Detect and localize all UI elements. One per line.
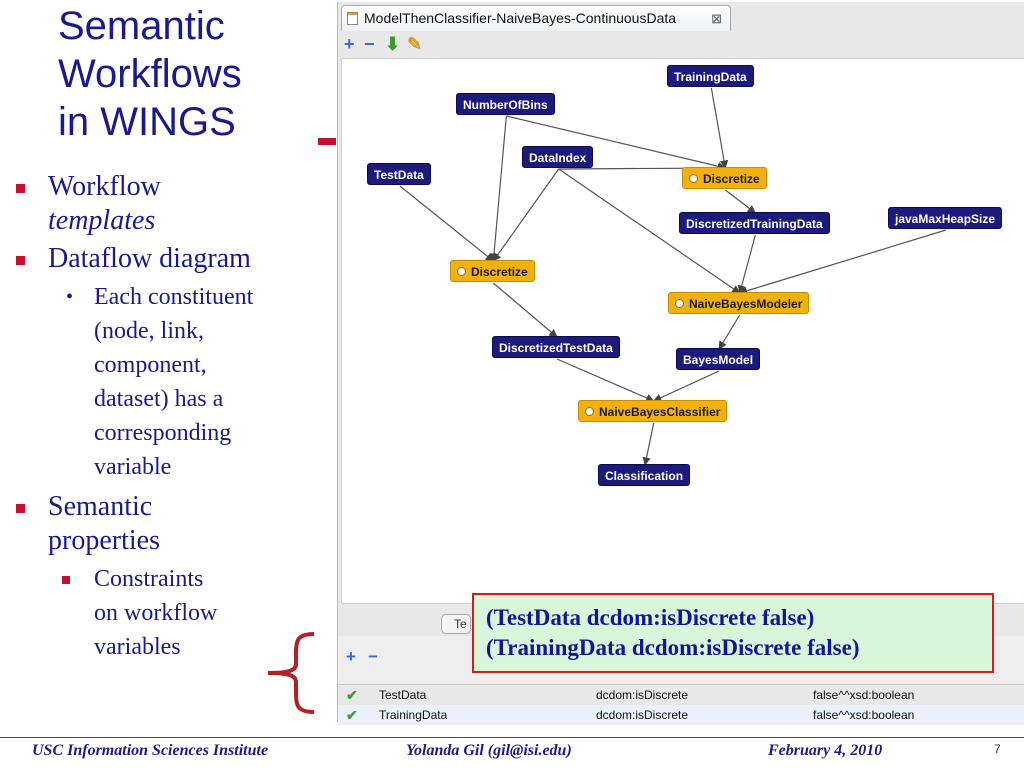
- link-DataIndex-to-Discretize2[interactable]: [492, 168, 560, 262]
- bullet-text: Workflow: [48, 171, 161, 202]
- link-NaiveBayesModeler-to-BayesModel[interactable]: [718, 314, 741, 350]
- link-DiscretizedTrainingData-to-NaiveBayesModeler[interactable]: [737, 234, 756, 294]
- download-arrow-icon[interactable]: ⬇: [385, 34, 401, 54]
- sub-bullet-line: variable: [94, 454, 172, 480]
- bullet-workflow-templates: Workflow templates: [14, 170, 334, 238]
- sub-bullet-line: (node, link,: [94, 318, 204, 344]
- pencil-icon[interactable]: ✎: [407, 34, 423, 54]
- footer-author: Yolanda Gil (gil@isi.edu): [406, 742, 572, 759]
- remove-constraint-icon[interactable]: −: [368, 647, 378, 666]
- sub-bullet-line: on workflow: [94, 600, 218, 626]
- sub-bullet-line: component,: [94, 352, 207, 378]
- close-icon[interactable]: ⊠: [711, 11, 722, 26]
- node-training-data[interactable]: TrainingData: [667, 65, 754, 87]
- sub-bullet-line: corresponding: [94, 420, 232, 446]
- bullet-dataflow-diagram: Dataflow diagram: [14, 242, 334, 276]
- editor-tab[interactable]: ModelThenClassifier-NaiveBayes-Continuou…: [341, 5, 731, 31]
- subject-cell: TrainingData: [379, 708, 448, 722]
- curly-brace: [267, 632, 315, 714]
- checkmark-icon: ✔: [346, 687, 358, 703]
- sub-bullet-constituent: Each constituent (node, link, component,…: [66, 280, 334, 484]
- constraints-table: ✔ TestData dcdom:isDiscrete false^^xsd:b…: [338, 684, 1024, 725]
- node-classification[interactable]: Classification: [598, 464, 691, 486]
- link-NumberOfBins-to-Discretize2[interactable]: [489, 115, 507, 262]
- remove-icon[interactable]: −: [364, 34, 375, 54]
- sub-bullet-line: Each constituent: [94, 284, 254, 310]
- footer-date: February 4, 2010: [768, 742, 883, 759]
- bullet-semantic-properties: Semantic properties: [14, 490, 334, 558]
- table-row[interactable]: ✔ TestData dcdom:isDiscrete false^^xsd:b…: [338, 685, 1024, 705]
- callout-line: (TrainingData dcdom:isDiscrete false): [486, 635, 860, 660]
- node-java-max-heap-size[interactable]: javaMaxHeapSize: [888, 207, 1003, 229]
- link-TrainingData-to-Discretize1[interactable]: [710, 87, 729, 169]
- link-NumberOfBins-to-Discretize1[interactable]: [506, 115, 727, 171]
- link-DataIndex-to-NaiveBayesModeler[interactable]: [558, 168, 741, 294]
- subject-cell: TestData: [379, 688, 427, 702]
- node-test-data[interactable]: TestData: [367, 163, 431, 185]
- title-line: Semantic: [58, 4, 225, 48]
- bullet-list: Workflow templates Dataflow diagram Each…: [14, 170, 334, 664]
- node-discretize-test[interactable]: Discretize: [450, 260, 535, 282]
- link-TestData-to-Discretize2[interactable]: [399, 185, 495, 262]
- lower-panel-tab[interactable]: Te: [441, 614, 471, 634]
- sub-bullet-line: dataset) has a: [94, 386, 224, 412]
- bullet-text-italic: templates: [48, 205, 156, 236]
- checkmark-icon: ✔: [346, 707, 358, 723]
- node-data-index[interactable]: DataIndex: [522, 146, 594, 168]
- add-icon[interactable]: +: [344, 34, 355, 54]
- workflow-links: [399, 87, 947, 466]
- node-naive-bayes-classifier[interactable]: NaiveBayesClassifier: [578, 400, 728, 422]
- node-bayes-model[interactable]: BayesModel: [676, 348, 761, 370]
- link-Discretize2-to-DiscretizedTestData[interactable]: [492, 282, 558, 338]
- bullet-text: Dataflow diagram: [48, 243, 251, 274]
- page-number: 7: [994, 742, 1001, 756]
- predicate-cell: dcdom:isDiscrete: [596, 688, 689, 702]
- footer-divider: [0, 737, 1024, 738]
- title-accent-bar: [318, 138, 336, 145]
- footer-institute: USC Information Sciences Institute: [32, 742, 269, 759]
- editor-toolbar: + − ⬇ ✎: [338, 31, 1024, 57]
- add-constraint-icon[interactable]: +: [346, 647, 356, 666]
- link-NaiveBayesClassifier-to-Classification[interactable]: [642, 422, 655, 466]
- callout-line: (TestData dcdom:isDiscrete false): [486, 605, 815, 630]
- title-line: Workflows: [58, 52, 242, 96]
- sub-bullet-line: variables: [94, 634, 181, 660]
- bullet-text: properties: [48, 525, 160, 556]
- file-icon: [347, 12, 358, 25]
- workflow-canvas[interactable]: TrainingData NumberOfBins DataIndex Test…: [341, 58, 1024, 604]
- sub-bullet-constraints: Constraints on workflow variables: [62, 562, 334, 664]
- node-number-of-bins[interactable]: NumberOfBins: [456, 93, 555, 115]
- editor-tab-title: ModelThenClassifier-NaiveBayes-Continuou…: [364, 10, 677, 26]
- link-DiscretizedTestData-to-NaiveBayesClassifier[interactable]: [556, 358, 655, 402]
- predicate-cell: dcdom:isDiscrete: [596, 708, 689, 722]
- bullet-text: Semantic: [48, 491, 153, 522]
- slide-title: Semantic Workflows in WINGS: [58, 2, 318, 146]
- link-Discretize1-to-DiscretizedTrainingData[interactable]: [724, 189, 757, 214]
- node-naive-bayes-modeler[interactable]: NaiveBayesModeler: [668, 292, 810, 314]
- sub-bullet-line: Constraints: [94, 566, 204, 592]
- table-row[interactable]: ✔ TrainingData dcdom:isDiscrete false^^x…: [338, 705, 1024, 725]
- object-cell: false^^xsd:boolean: [813, 688, 915, 702]
- node-discretized-training-data[interactable]: DiscretizedTrainingData: [679, 212, 830, 234]
- constraints-callout: (TestData dcdom:isDiscrete false) (Train…: [472, 593, 994, 673]
- object-cell: false^^xsd:boolean: [813, 708, 915, 722]
- link-javaMaxHeapSize-to-NaiveBayesModeler[interactable]: [738, 229, 947, 295]
- link-BayesModel-to-NaiveBayesClassifier[interactable]: [652, 370, 720, 402]
- node-discretize-training[interactable]: Discretize: [682, 167, 767, 189]
- title-line: in WINGS: [58, 100, 236, 144]
- node-discretized-test-data[interactable]: DiscretizedTestData: [492, 336, 620, 358]
